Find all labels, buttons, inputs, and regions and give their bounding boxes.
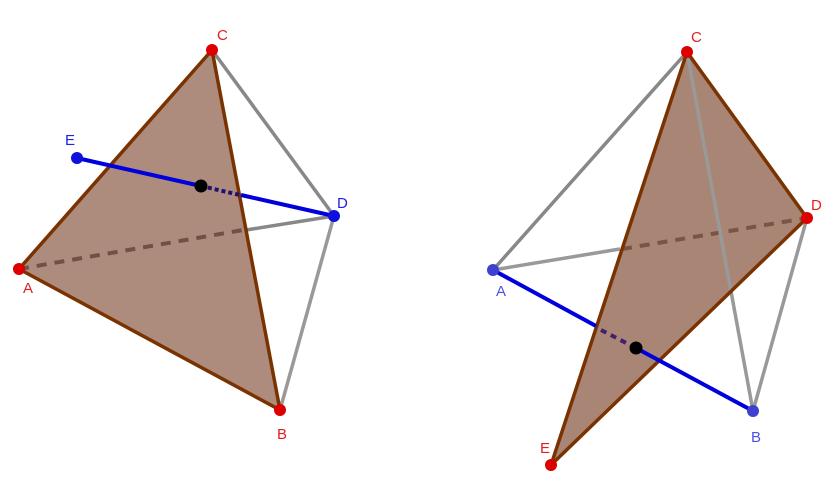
segment-ed-visible-2	[240, 193, 335, 218]
segment-ab-visible-2	[635, 346, 754, 413]
point-c[interactable]	[681, 46, 693, 58]
label-e: E	[65, 132, 75, 149]
point-a[interactable]	[487, 264, 499, 276]
label-a: A	[23, 280, 33, 297]
point-d[interactable]	[801, 212, 813, 224]
edge-cd	[685, 50, 809, 220]
edge-ab	[18, 267, 281, 412]
edge-db	[751, 217, 809, 412]
intersection-point[interactable]	[194, 179, 208, 193]
segment-ed-visible	[76, 156, 202, 188]
label-d: D	[811, 197, 822, 214]
point-c[interactable]	[206, 44, 218, 56]
point-b[interactable]	[747, 405, 759, 417]
edge-ad-hidden	[18, 228, 244, 271]
point-b[interactable]	[274, 404, 286, 416]
edge-cd	[210, 48, 336, 218]
point-a[interactable]	[13, 263, 25, 275]
edge-bc	[210, 49, 282, 411]
label-d: D	[337, 195, 348, 212]
edge-de	[549, 216, 809, 467]
edge-cb	[685, 51, 755, 412]
label-e: E	[540, 440, 550, 457]
label-a: A	[496, 283, 506, 300]
face-abc	[19, 50, 280, 410]
segment-ab-visible	[492, 268, 597, 328]
edge-ad-visible	[492, 247, 621, 272]
edge-ce	[549, 51, 689, 466]
label-c: C	[691, 29, 702, 46]
edge-ad-visible	[245, 214, 335, 232]
intersection-point[interactable]	[629, 341, 643, 355]
point-e[interactable]	[71, 152, 83, 164]
edge-bd	[278, 215, 336, 411]
face-cde	[551, 52, 807, 465]
left-tetrahedron: A B C D E	[13, 27, 348, 443]
right-tetrahedron: A B C D E	[487, 29, 822, 471]
edge-ad-hidden	[621, 216, 808, 251]
label-c: C	[217, 27, 228, 44]
label-b: B	[277, 426, 287, 443]
label-b: B	[751, 429, 761, 446]
point-d[interactable]	[328, 210, 340, 222]
edge-ac	[491, 50, 689, 272]
edge-ac	[17, 48, 214, 271]
point-e[interactable]	[545, 459, 557, 471]
